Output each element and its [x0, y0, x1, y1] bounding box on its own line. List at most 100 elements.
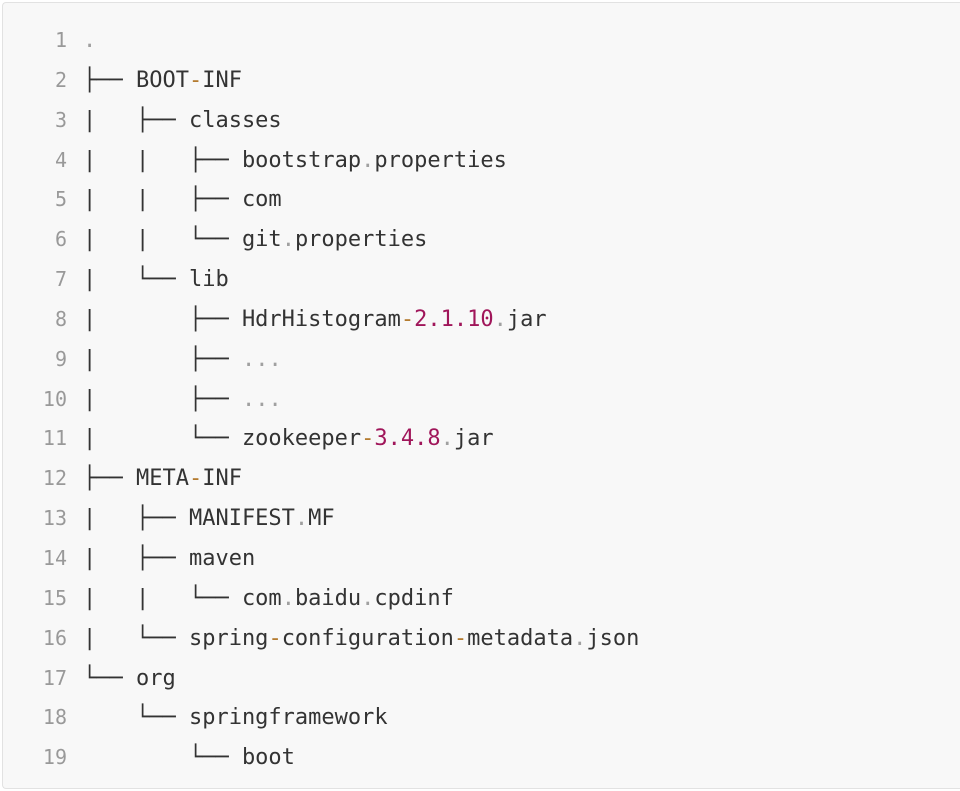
- code-token: | | ├── bootstrap: [83, 147, 362, 173]
- code-token: | | ├── com: [83, 187, 282, 213]
- line-number: 16: [42, 625, 67, 650]
- line-text: | | └── git.properties: [83, 220, 427, 260]
- code-token: jar: [453, 426, 494, 452]
- line-text: | ├── ...: [83, 340, 282, 380]
- code-token: -: [188, 67, 203, 93]
- code-token: properties: [374, 147, 507, 173]
- code-line: 17 └── org: [3, 659, 960, 699]
- code-line: 10 | ├── ...: [3, 380, 960, 420]
- line-text: | ├── HdrHistogram-2.1.10.jar: [83, 300, 547, 340]
- line-number: 18: [42, 705, 67, 730]
- code-line: 12 ├── META-INF: [3, 459, 960, 499]
- line-number: 7: [54, 267, 67, 292]
- line-text: | | ├── com: [83, 180, 282, 220]
- code-token: | ├── MANIFEST: [83, 506, 295, 532]
- line-number: 2: [54, 67, 67, 92]
- line-number: 1: [54, 28, 67, 52]
- line-number: 17: [42, 665, 67, 690]
- code-token: | ├── maven: [83, 545, 256, 571]
- line-number: 15: [42, 585, 67, 610]
- code-token: -: [188, 466, 203, 492]
- code-token: ├── BOOT: [83, 67, 189, 93]
- code-line: 2 ├── BOOT-INF: [3, 61, 960, 101]
- line-text: └── springframework: [83, 698, 388, 738]
- code-line: 18 └── springframework: [3, 698, 960, 738]
- code-line: 15| | └── com.baidu.cpdinf: [3, 579, 960, 619]
- code-line: 11 | └── zookeeper-3.4.8.jar: [3, 419, 960, 459]
- line-text: | | └── com.baidu.cpdinf: [83, 579, 454, 619]
- code-token: .: [361, 147, 375, 173]
- code-token: └── boot: [83, 745, 295, 771]
- code-token: | ├── HdrHistogram: [83, 306, 401, 332]
- code-line: 14 | ├── maven: [3, 539, 960, 579]
- line-number: 8: [54, 306, 67, 331]
- line-text: | ├── ...: [83, 380, 282, 420]
- code-token: json: [586, 625, 640, 651]
- line-number: 4: [54, 147, 67, 172]
- code-token: | └── zookeeper: [83, 426, 362, 452]
- line-number: 12: [42, 466, 67, 491]
- code-token: | ├── classes: [83, 107, 282, 133]
- line-text: .: [83, 21, 96, 61]
- code-token: MF: [308, 506, 335, 532]
- code-token: .: [281, 227, 295, 253]
- line-text: | └── spring-configuration-metadata.json: [83, 619, 639, 659]
- line-text: | | ├── bootstrap.properties: [83, 141, 507, 181]
- code-line: 1.: [3, 21, 960, 61]
- code-token: .: [573, 625, 587, 651]
- code-line: 4 | | ├── bootstrap.properties: [3, 141, 960, 181]
- code-token: INF: [202, 466, 242, 492]
- line-text: | ├── maven: [83, 539, 255, 579]
- code-token: | | └── com: [83, 585, 282, 611]
- code-token: .: [440, 426, 454, 452]
- code-line: 5 | | ├── com: [3, 180, 960, 220]
- code-token: .: [83, 28, 97, 53]
- code-token: INF: [202, 67, 242, 93]
- code-token: .: [493, 306, 507, 332]
- line-number: 14: [42, 545, 67, 570]
- line-text: └── boot: [83, 738, 295, 778]
- code-token: configuration: [281, 625, 454, 651]
- code-token: .: [281, 585, 295, 611]
- line-number: 13: [42, 506, 67, 531]
- line-number: 11: [42, 426, 67, 451]
- code-token: └── org: [83, 665, 176, 691]
- code-token: ...: [241, 346, 282, 372]
- code-line: 19 └── boot: [3, 738, 960, 778]
- code-token: metadata: [467, 625, 574, 651]
- line-text: └── org: [83, 659, 176, 699]
- line-number: 10: [42, 386, 67, 411]
- code-token: ├── META: [83, 466, 189, 492]
- code-token: | ├──: [83, 346, 242, 372]
- line-number: 5: [54, 187, 67, 212]
- line-number: 3: [54, 107, 67, 132]
- code-token: .: [361, 585, 375, 611]
- code-token: | ├──: [83, 386, 242, 412]
- line-text: ├── BOOT-INF: [83, 61, 242, 101]
- code-line: 8 | ├── HdrHistogram-2.1.10.jar: [3, 300, 960, 340]
- code-token: -: [361, 426, 375, 452]
- code-token: cpdinf: [374, 585, 454, 611]
- line-text: | ├── MANIFEST.MF: [83, 499, 335, 539]
- code-line: 3 | ├── classes: [3, 101, 960, 141]
- code-line: 7| └── lib: [3, 260, 960, 300]
- code-token: baidu: [294, 585, 362, 611]
- line-number: 19: [42, 745, 67, 770]
- code-token: -: [400, 306, 415, 332]
- line-number: 9: [54, 346, 67, 371]
- code-token: 2.1.10: [414, 306, 494, 332]
- code-token: | | └── git: [83, 227, 282, 253]
- code-token: .: [294, 506, 309, 532]
- code-line: 6| | └── git.properties: [3, 220, 960, 260]
- code-token: 3.4.8: [374, 426, 441, 452]
- line-text: ├── META-INF: [83, 459, 242, 499]
- code-token: | └── spring: [83, 625, 269, 651]
- code-token: jar: [506, 306, 547, 332]
- line-text: | └── zookeeper-3.4.8.jar: [83, 419, 494, 459]
- line-text: | ├── classes: [83, 101, 282, 141]
- code-token: -: [268, 625, 282, 651]
- code-line: 9 | ├── ...: [3, 340, 960, 380]
- code-line: 16| └── spring-configuration-metadata.js…: [3, 619, 960, 659]
